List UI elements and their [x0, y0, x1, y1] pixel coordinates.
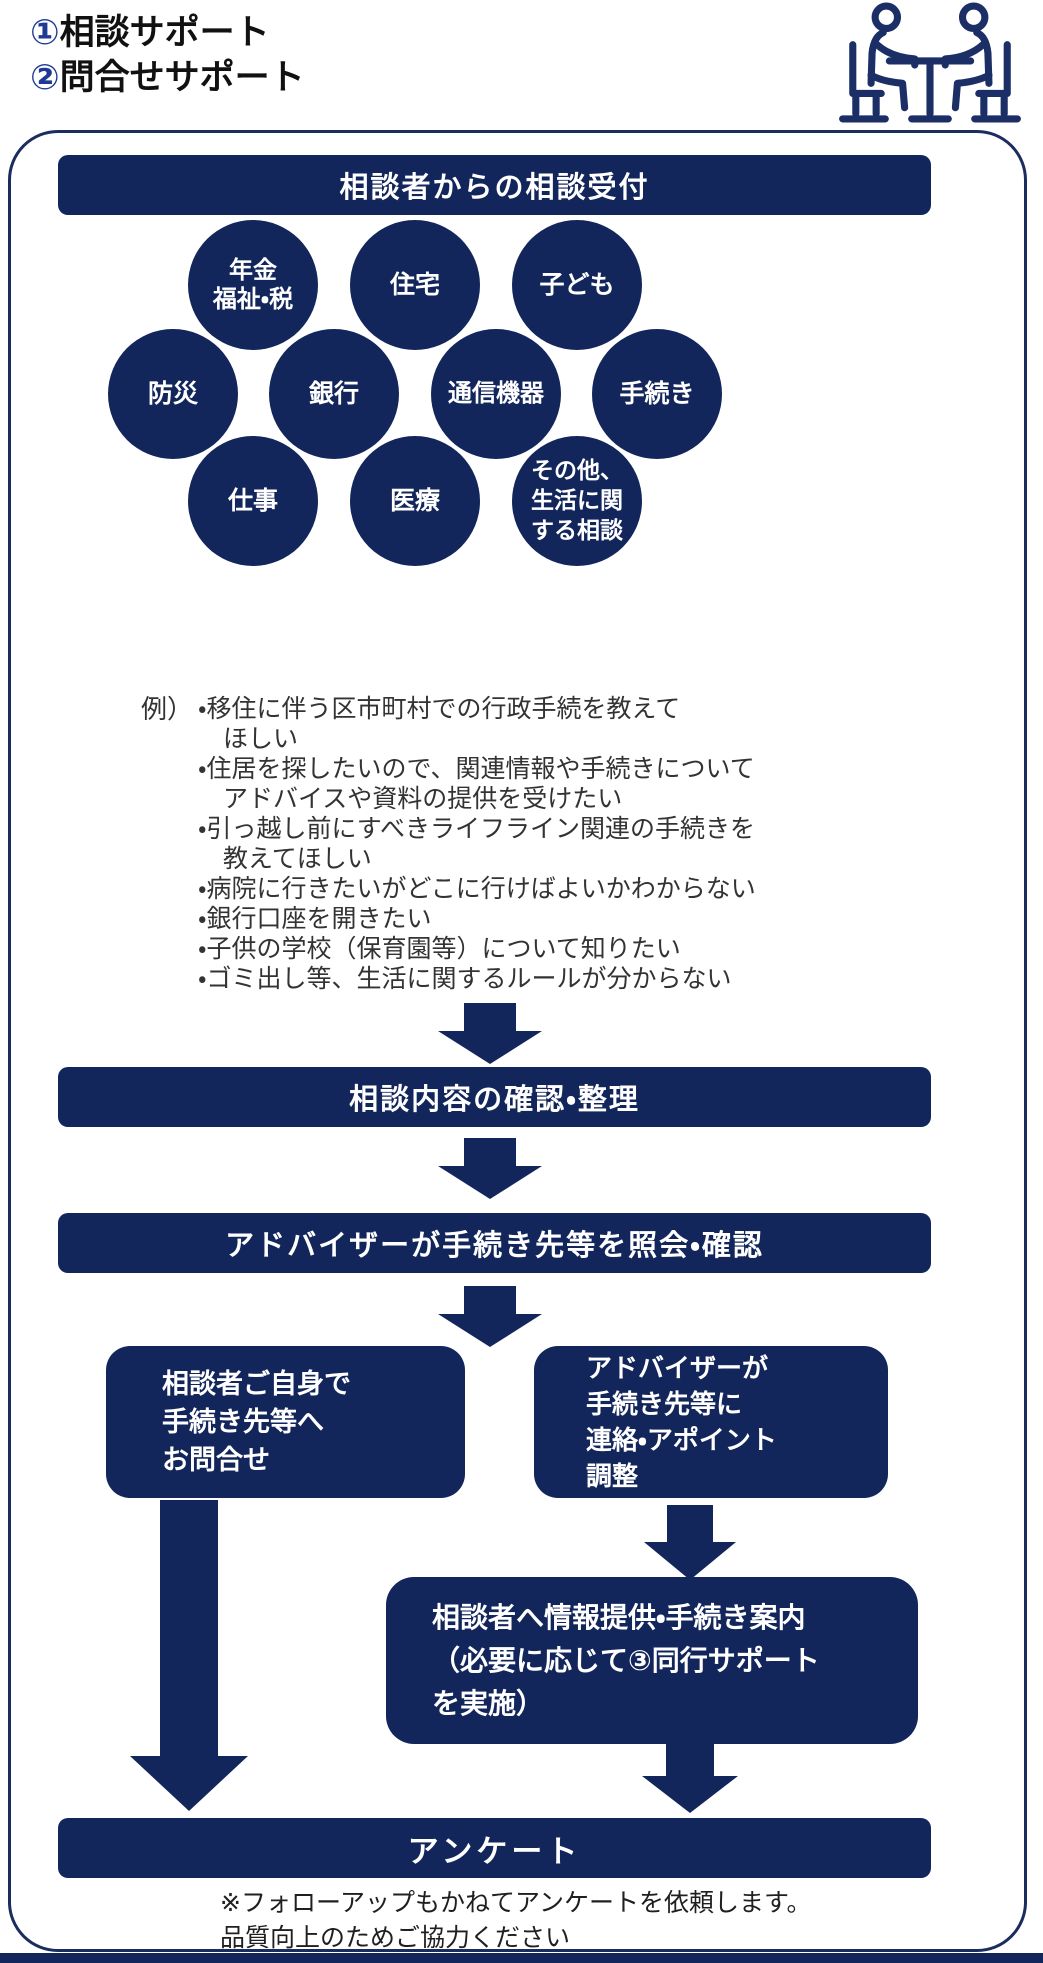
down-arrow — [438, 1003, 542, 1064]
example-item: ・銀行口座を開きたい — [198, 905, 432, 933]
topic-circle-procedures: 手続き — [592, 329, 722, 459]
page-title: ①相談サポート ②問合せサポート — [30, 10, 305, 100]
meeting-at-table-icon — [839, 0, 1038, 126]
example-item: ・住居を探したいので、関連情報や手続きについて アドバイスや資料の提供を受けたい — [198, 755, 755, 813]
step-refer-bar: アドバイザーが手続き先等を照会・確認 — [58, 1213, 931, 1273]
circled-number-2: ② — [30, 58, 60, 97]
title-text-1: 相談サポート — [59, 13, 270, 52]
circled-number-1: ① — [30, 13, 60, 52]
arrow-head — [642, 1776, 738, 1813]
info-provision-box: 相談者へ情報提供・手続き案内 （必要に応じて③同行サポート を実施） — [386, 1577, 918, 1744]
example-item: ・子供の学校（保育園等）について知りたい — [198, 935, 681, 963]
title-text-2: 問合せサポート — [59, 58, 305, 97]
arrow-head — [438, 1314, 542, 1347]
topic-circle-children: 子ども — [512, 220, 642, 350]
topic-circle-pension-welfare-tax: 年金 福祉・税 — [188, 220, 318, 350]
topic-circle-housing: 住宅 — [350, 220, 480, 350]
arrow-head — [438, 1031, 542, 1064]
example-item: ・病院に行きたいがどこに行けばよいかわからない — [198, 875, 756, 903]
topic-circle-medical: 医療 — [350, 436, 480, 566]
example-list: 例） ・移住に伴う区市町村での行政手続を教えて ほしい ・住居を探したいので、関… — [141, 694, 756, 994]
topic-circle-work: 仕事 — [188, 436, 318, 566]
topic-circle-bank: 銀行 — [269, 329, 399, 459]
example-item: ・移住に伴う区市町村での行政手続を教えて ほしい — [198, 695, 681, 753]
example-item: ・引っ越し前にすべきライフライン関連の手続きを 教えてほしい — [198, 815, 756, 873]
example-items: ・移住に伴う区市町村での行政手続を教えて ほしい ・住居を探したいので、関連情報… — [198, 694, 756, 994]
step-intake-bar: 相談者からの相談受付 — [58, 155, 931, 215]
topic-circle-other-daily-life: その他、 生活に関 する相談 — [512, 436, 642, 566]
branch-box-advisor-contact: アドバイザーが 手続き先等に 連絡・アポイント 調整 — [534, 1346, 888, 1498]
arrow-head — [644, 1542, 736, 1580]
example-item: ・ゴミ出し等、生活に関するルールが分からない — [198, 965, 732, 993]
down-arrow — [438, 1286, 542, 1347]
step-survey-bar: アンケート — [58, 1818, 931, 1878]
arrow-head — [438, 1166, 542, 1199]
branch-box-self-contact: 相談者ご自身で 手続き先等へ お問合せ — [106, 1346, 465, 1498]
down-arrow — [438, 1138, 542, 1199]
topic-circle-telecom-devices: 通信機器 — [431, 329, 561, 459]
down-arrow — [644, 1505, 736, 1580]
long-down-arrow — [130, 1500, 248, 1811]
survey-note: ※フォローアップもかねてアンケートを依頼します。 品質向上のためご協力ください — [220, 1889, 812, 1952]
step-confirm-bar: 相談内容の確認・整理 — [58, 1067, 931, 1127]
example-label: 例） — [141, 694, 194, 724]
title-line-1: ①相談サポート — [30, 10, 305, 55]
arrow-head — [130, 1756, 248, 1811]
bottom-accent-band — [0, 1953, 1043, 1963]
topic-circle-disaster-prevention: 防災 — [108, 329, 238, 459]
down-arrow — [642, 1743, 738, 1813]
title-line-2: ②問合せサポート — [30, 55, 305, 100]
